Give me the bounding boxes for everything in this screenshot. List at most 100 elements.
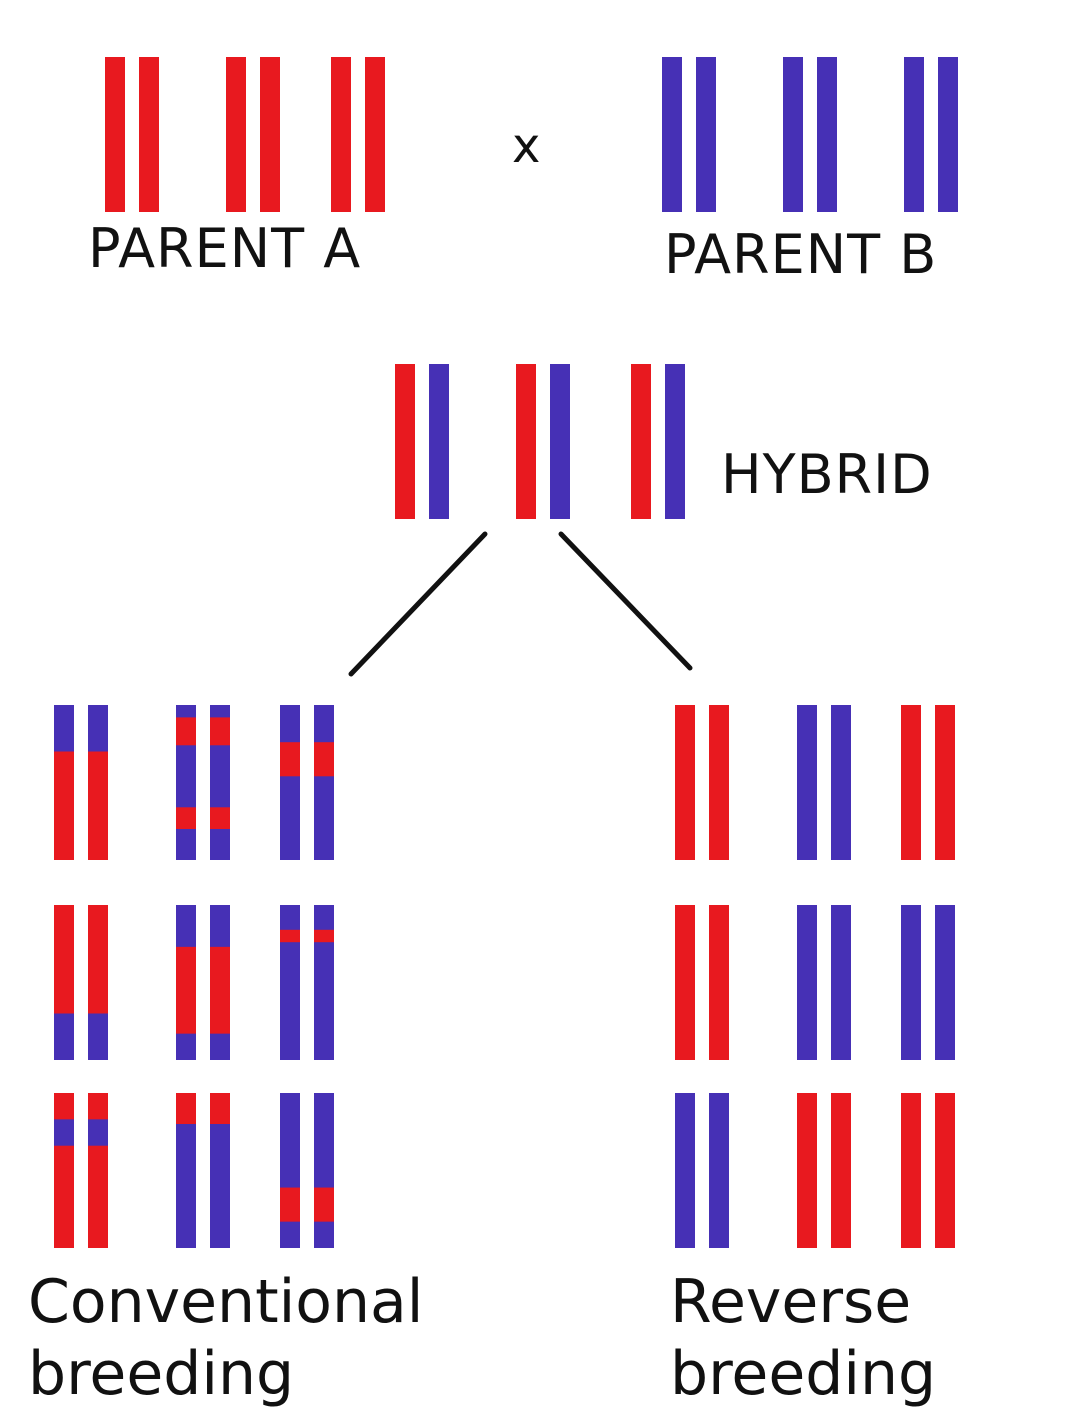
chromosome-right [831, 705, 851, 860]
chromosome-segment-blue [696, 57, 716, 212]
reverse-chromosome-pair-8 [797, 1093, 851, 1248]
chromosome-segment-red [331, 57, 351, 212]
chromosome-right [210, 705, 230, 860]
parent-b-label: PARENT B [664, 223, 938, 286]
hybrid-chromosome-pair-1 [395, 364, 449, 519]
chromosome-segment-red [831, 1093, 851, 1248]
parent-b-chromosome-pair-3 [904, 57, 958, 212]
chromosome-right [314, 905, 334, 1060]
chromosome-segment-blue [280, 942, 300, 1060]
chromosome-segment-blue [210, 745, 230, 808]
conventional-chromosome-pair-8 [176, 1093, 230, 1248]
chromosome-right [935, 905, 955, 1060]
chromosome-right [88, 705, 108, 860]
conventional-chromosome-pair-6 [280, 905, 334, 1060]
chromosome-segment-blue [314, 1221, 334, 1248]
parent-b-chromosomes [662, 57, 958, 212]
chromosome-right [665, 364, 685, 519]
conventional-breeding-chromosomes [54, 705, 334, 1248]
conventional-chromosome-pair-1 [54, 705, 108, 860]
chromosome-segment-red [88, 905, 108, 1014]
chromosome-segment-red [210, 717, 230, 746]
chromosome-segment-red [314, 742, 334, 777]
chromosome-segment-blue [797, 905, 817, 1060]
chromosome-segment-blue [831, 905, 851, 1060]
chromosome-segment-blue [935, 905, 955, 1060]
chromosome-segment-blue [88, 1013, 108, 1060]
chromosome-segment-blue [176, 705, 196, 718]
chromosome-segment-blue [280, 705, 300, 743]
chromosome-segment-red [797, 1093, 817, 1248]
chromosome-left [176, 905, 196, 1060]
chromosome-segment-blue [176, 1033, 196, 1060]
hybrid-chromosomes [395, 364, 685, 519]
chromosome-segment-blue [176, 829, 196, 860]
chromosome-segment-blue [709, 1093, 729, 1248]
chromosome-left [901, 905, 921, 1060]
chromosome-segment-red [88, 751, 108, 860]
chromosome-segment-blue [831, 705, 851, 860]
chromosome-segment-red [675, 905, 695, 1060]
reverse-chromosome-pair-2 [797, 705, 851, 860]
chromosome-left [904, 57, 924, 212]
chromosome-right [709, 705, 729, 860]
chromosome-segment-red [280, 1187, 300, 1223]
chromosome-right [88, 905, 108, 1060]
hybrid-chromosome-pair-3 [631, 364, 685, 519]
chromosome-left [280, 705, 300, 860]
chromosome-segment-blue [817, 57, 837, 212]
chromosome-segment-red [176, 717, 196, 746]
chromosome-right [709, 1093, 729, 1248]
chromosome-segment-red [176, 946, 196, 1035]
chromosome-left [662, 57, 682, 212]
chromosome-segment-red [54, 1093, 74, 1120]
chromosome-left [797, 1093, 817, 1248]
chromosome-segment-red [935, 705, 955, 860]
chromosome-right [210, 905, 230, 1060]
chromosome-left [280, 905, 300, 1060]
chromosome-segment-blue [314, 776, 334, 860]
chromosome-segment-blue [210, 1033, 230, 1060]
chromosome-left [280, 1093, 300, 1248]
reverse-chromosome-pair-4 [675, 905, 729, 1060]
chromosome-left [675, 1093, 695, 1248]
chromosome-segment-red [314, 929, 334, 943]
chromosome-right [550, 364, 570, 519]
chromosome-segment-blue [665, 364, 685, 519]
chromosome-segment-blue [280, 905, 300, 931]
chromosome-segment-red [176, 1093, 196, 1125]
chromosome-segment-blue [54, 705, 74, 752]
chromosome-right [935, 705, 955, 860]
parent-a-chromosomes [105, 57, 385, 212]
chromosome-right [935, 1093, 955, 1248]
chromosome-segment-blue [314, 705, 334, 743]
hybrid-label: HYBRID [721, 443, 933, 506]
chromosome-segment-blue [550, 364, 570, 519]
parent-a-chromosome-pair-1 [105, 57, 159, 212]
conventional-chromosome-pair-5 [176, 905, 230, 1060]
reverse-chromosome-pair-1 [675, 705, 729, 860]
reverse-chromosome-pair-9 [901, 1093, 955, 1248]
chromosome-segment-blue [210, 705, 230, 718]
chromosome-segment-blue [280, 1093, 300, 1189]
chromosome-segment-blue [938, 57, 958, 212]
chromosome-segment-blue [176, 745, 196, 808]
chromosome-left [331, 57, 351, 212]
chromosome-segment-red [631, 364, 651, 519]
chromosome-segment-blue [280, 776, 300, 860]
chromosome-segment-red [88, 1145, 108, 1248]
chromosome-segment-blue [210, 1124, 230, 1248]
chromosome-right [365, 57, 385, 212]
chromosome-left [631, 364, 651, 519]
chromosome-right [429, 364, 449, 519]
reverse-chromosome-pair-5 [797, 905, 851, 1060]
chromosome-segment-blue [54, 1119, 74, 1147]
chromosome-segment-red [901, 705, 921, 860]
chromosome-right [210, 1093, 230, 1248]
conventional-chromosome-pair-3 [280, 705, 334, 860]
branch-line-reverse [558, 531, 693, 671]
chromosome-right [938, 57, 958, 212]
chromosome-segment-red [935, 1093, 955, 1248]
chromosome-segment-red [210, 807, 230, 830]
chromosome-left [797, 905, 817, 1060]
